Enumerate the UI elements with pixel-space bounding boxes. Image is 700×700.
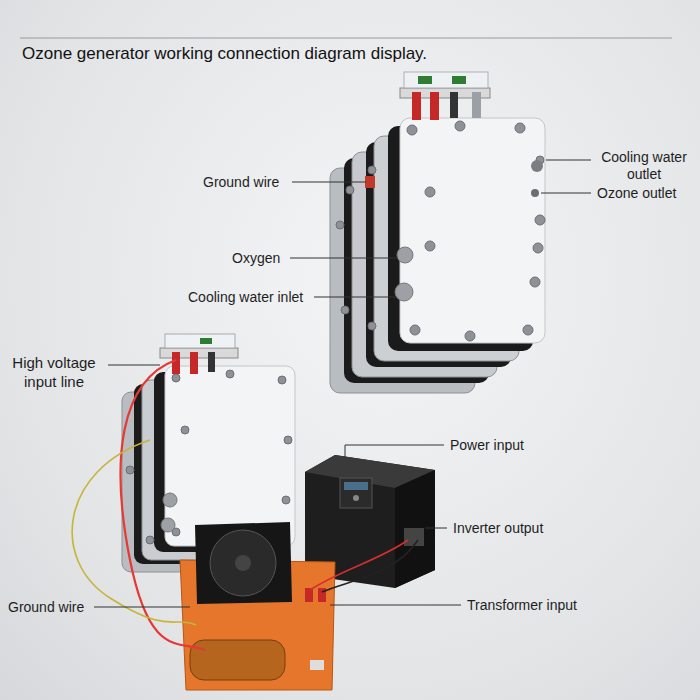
- leader-lines: [94, 160, 591, 607]
- power-wire: [322, 540, 418, 592]
- callout-label: Inverter output: [453, 520, 543, 537]
- power-wire: [310, 540, 408, 590]
- callout-label: Power input: [450, 437, 524, 454]
- transformer: [180, 522, 335, 690]
- callout-label: High voltage input line: [4, 353, 104, 391]
- callout-label: Ground wire: [8, 599, 84, 616]
- title-rule: [20, 38, 672, 39]
- callout-label: Oxygen: [232, 250, 280, 267]
- ground-wire: [72, 440, 196, 625]
- callout-label: Ground wire: [203, 174, 279, 191]
- callout-label: Cooling water outlet: [594, 149, 694, 183]
- callout-label: Cooling water inlet: [188, 289, 303, 306]
- upper-generator: [330, 72, 545, 393]
- callout-label: Ozone outlet: [597, 185, 676, 202]
- title: Ozone generator working connection diagr…: [22, 44, 427, 64]
- callout-label: Transformer input: [467, 597, 577, 614]
